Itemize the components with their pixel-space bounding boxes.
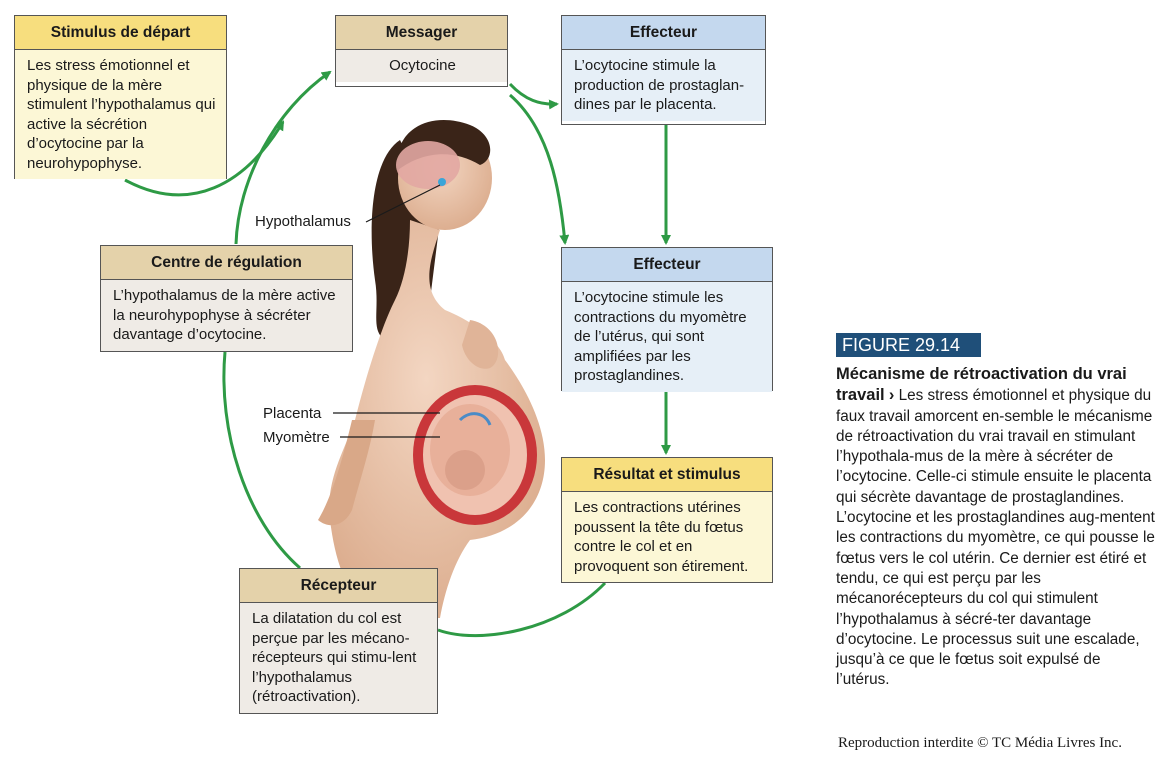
box-text: Les contractions utérines poussent la tê… <box>562 492 772 582</box>
copyright-notice: Reproduction interdite © TC Média Livres… <box>838 735 1122 751</box>
box-title: Résultat et stimulus <box>562 458 772 492</box>
arrow-messager-to-effecteur2 <box>509 93 570 245</box>
caption-arrow-icon: › <box>888 386 895 405</box>
box-resultat: Résultat et stimulus Les contractions ut… <box>561 457 773 583</box>
pregnant-woman-illustration <box>318 120 545 618</box>
arrow-messager-to-effecteur1 <box>508 82 559 110</box>
box-messager: Messager Ocytocine <box>335 15 508 87</box>
box-centre-regulation: Centre de régulation L’hypothalamus de l… <box>100 245 353 352</box>
box-effecteur-1: Effecteur L’ocytocine stimule la product… <box>561 15 766 125</box>
figure-number-badge: FIGURE 29.14 <box>836 333 981 357</box>
box-text: L’ocytocine stimule les contractions du … <box>562 282 772 392</box>
arrow-resultat-to-recepteur <box>437 581 607 637</box>
box-text: L’hypothalamus de la mère active la neur… <box>101 280 352 351</box>
box-title: Récepteur <box>240 569 437 603</box>
box-title: Stimulus de départ <box>15 16 226 50</box>
box-effecteur-2: Effecteur L’ocytocine stimule les contra… <box>561 247 773 392</box>
label-placenta: Placenta <box>263 405 322 422</box>
label-myometre: Myomètre <box>263 429 330 446</box>
box-text: Ocytocine <box>336 50 507 82</box>
figure-caption: Mécanisme de rétroactivation du vrai tra… <box>836 364 1158 691</box>
box-stimulus: Stimulus de départ Les stress émotionnel… <box>14 15 227 179</box>
arrow-centre-to-messager <box>234 70 332 245</box>
box-text: La dilatation du col est perçue par les … <box>240 603 437 713</box>
box-title: Messager <box>336 16 507 50</box>
box-text: L’ocytocine stimule la production de pro… <box>562 50 765 121</box>
arrow-recepteur-to-centre <box>222 351 301 570</box>
caption-text: Les stress émotionnel et physique du fau… <box>836 387 1155 689</box>
box-text: Les stress émotionnel et physique de la … <box>15 50 226 179</box>
arrow-stimulus-to-messager <box>124 120 285 197</box>
box-title: Effecteur <box>562 16 765 50</box>
box-title: Effecteur <box>562 248 772 282</box>
label-hypothalamus: Hypothalamus <box>255 213 351 230</box>
caption-title: Mécanisme de rétroactivation du vrai tra… <box>836 365 1127 405</box>
box-recepteur: Récepteur La dilatation du col est perçu… <box>239 568 438 714</box>
box-title: Centre de régulation <box>101 246 352 280</box>
